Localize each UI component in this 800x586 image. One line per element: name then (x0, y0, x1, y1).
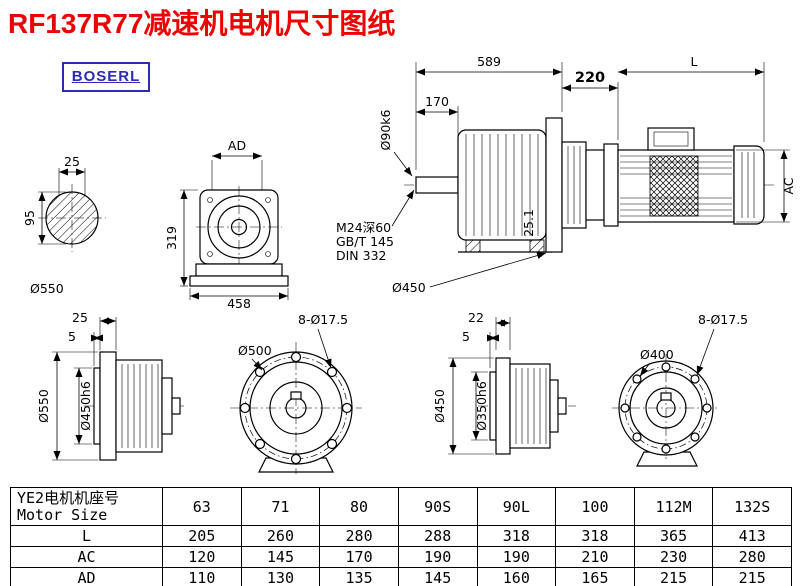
table-row-L: L 205 260 280 288 318 318 365 413 (10, 525, 792, 547)
dim-bolt-holes: 8-Ø17.5 (698, 312, 748, 327)
size-col-90s: 90S (397, 487, 478, 526)
note-tap-size: M24深60 (336, 220, 391, 235)
size-col-71: 71 (240, 487, 321, 526)
cell-AC-112m: 230 (633, 546, 714, 568)
table-row-AC: AC 120 145 170 190 190 210 230 280 (10, 546, 792, 568)
output-flange-view: Ø500 8-Ø17.5 (230, 312, 362, 474)
cell-AC-100: 210 (555, 546, 635, 568)
dim-458: 458 (227, 296, 251, 311)
dim-flange-thickness: 25 (72, 310, 88, 325)
dim-bolt-holes: 8-Ø17.5 (298, 312, 348, 327)
dim-spigot-length: 5 (462, 329, 470, 344)
dim-589: 589 (477, 54, 501, 69)
cell-AD-90l: 160 (476, 567, 557, 586)
technical-drawing: 25 95 Ø550 AD (22, 54, 796, 474)
size-col-63: 63 (162, 487, 242, 526)
page-title: RF137R77减速机电机尺寸图纸 (8, 8, 396, 39)
dim-bolt-circle: Ø500 (238, 343, 272, 358)
table-header-row: YE2电机机座号 Motor Size 63 71 80 90S 90L 100… (10, 487, 792, 526)
note-tap-din: DIN 332 (336, 248, 387, 263)
cell-L-80: 280 (319, 525, 399, 547)
cell-AC-71: 145 (240, 546, 321, 568)
cell-L-100: 318 (555, 525, 635, 547)
dim-key-height: 25.1 (521, 209, 536, 237)
cell-AD-132s: 215 (712, 567, 792, 586)
dim-flange-od: Ø450 (432, 389, 447, 423)
cell-AD-63: 110 (162, 567, 242, 586)
input-flange-view: Ø400 8-Ø17.5 (612, 312, 748, 467)
motor-size-header-cn: YE2电机机座号 (17, 488, 120, 507)
dim-319: 319 (164, 226, 179, 250)
row-label-AD: AD (10, 567, 163, 586)
cell-AD-71: 130 (240, 567, 321, 586)
cell-AC-90s: 190 (397, 546, 478, 568)
shaft-section-view: 25 95 Ø550 (22, 154, 106, 296)
dim-key-width: 25 (64, 154, 80, 169)
dim-bolt-circle: Ø400 (640, 347, 674, 362)
table-row-AD: AD 110 130 135 145 160 165 215 215 (10, 567, 792, 586)
cell-L-71: 260 (240, 525, 321, 547)
size-col-112m: 112M (633, 487, 714, 526)
motor-size-header-en: Motor Size (17, 505, 108, 524)
cell-L-90s: 288 (397, 525, 478, 547)
size-col-80: 80 (319, 487, 399, 526)
dimension-table: YE2电机机座号 Motor Size 63 71 80 90S 90L 100… (10, 487, 792, 586)
dim-shaft-height: 95 (22, 210, 37, 226)
cell-L-132s: 413 (712, 525, 792, 547)
cell-AD-80: 135 (319, 567, 399, 586)
row-label-L: L (10, 525, 163, 547)
dim-170: 170 (425, 94, 449, 109)
gearbox-front-view: AD 319 458 (164, 138, 289, 311)
cell-L-112m: 365 (633, 525, 714, 547)
dim-spigot-length: 5 (68, 329, 76, 344)
cell-AD-100: 165 (555, 567, 635, 586)
dim-flange-thickness: 22 (468, 310, 484, 325)
output-side-view: 25 5 Ø550 Ø450h6 (36, 310, 186, 461)
note-tap-standard: GB/T 145 (336, 234, 394, 249)
motor-size-header: YE2电机机座号 Motor Size (10, 487, 163, 526)
cell-AD-112m: 215 (633, 567, 714, 586)
assembly-view: 589 170 Ø90k6 220 L AC M24深60 GB/T 145 D (336, 54, 796, 295)
dim-flange-od: Ø550 (36, 389, 51, 423)
dim-spigot-dia: Ø450h6 (78, 381, 93, 431)
dim-shaft-diameter: Ø550 (30, 281, 64, 296)
brand-logo: BOSERL (62, 62, 150, 92)
cell-AD-90s: 145 (397, 567, 478, 586)
cell-AC-63: 120 (162, 546, 242, 568)
dim-ad: AD (228, 138, 246, 153)
cell-L-90l: 318 (476, 525, 557, 547)
dim-flange-dia: Ø450 (392, 280, 426, 295)
size-col-90l: 90L (476, 487, 557, 526)
dim-spigot-dia: Ø350h6 (474, 381, 489, 431)
dim-220: 220 (575, 70, 605, 86)
cell-AC-132s: 280 (712, 546, 792, 568)
row-label-AC: AC (10, 546, 163, 568)
cell-L-63: 205 (162, 525, 242, 547)
size-col-100: 100 (555, 487, 635, 526)
dim-shaft-dia: Ø90k6 (378, 109, 393, 150)
dim-motor-dia: AC (781, 177, 796, 194)
size-col-132s: 132S (712, 487, 792, 526)
cell-AC-80: 170 (319, 546, 399, 568)
dim-motor-length: L (691, 54, 698, 69)
cell-AC-90l: 190 (476, 546, 557, 568)
input-side-view: 22 5 Ø450 Ø350h6 (432, 310, 576, 455)
